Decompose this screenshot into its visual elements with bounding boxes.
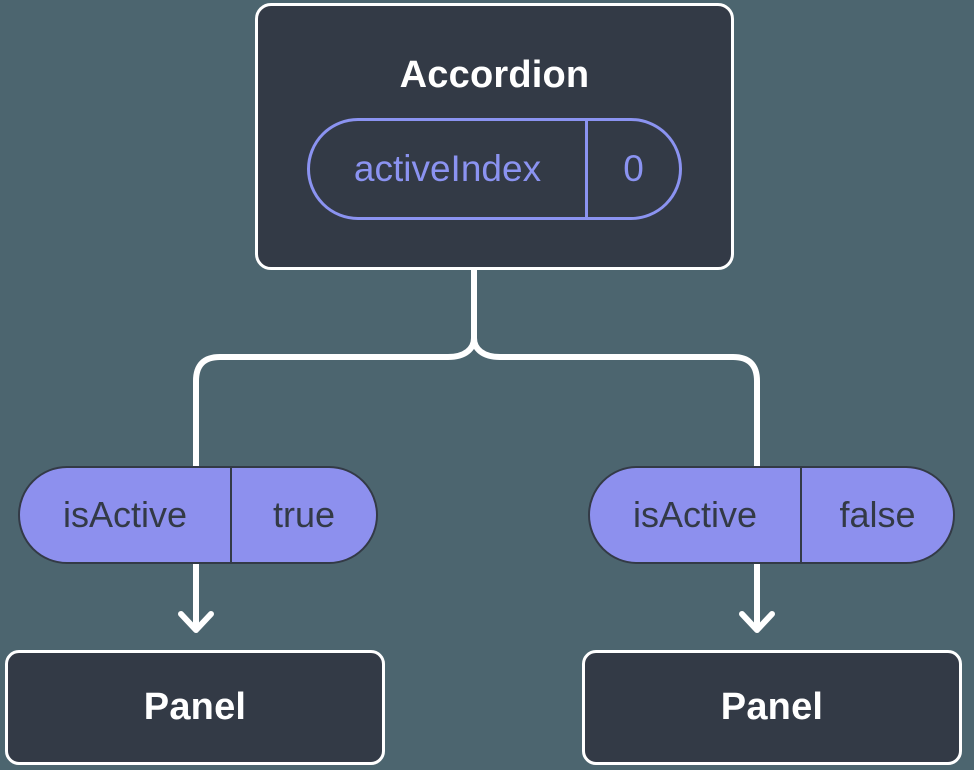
prop-pill-right: isActive false — [588, 466, 955, 564]
prop-name-right: isActive — [632, 494, 758, 535]
prop-value-right: false — [800, 468, 953, 562]
accordion-node: Accordion activeIndex 0 — [255, 3, 734, 270]
panel-node-left: Panel — [5, 650, 385, 765]
prop-value-left: true — [230, 468, 376, 562]
panel-node-right-title: Panel — [720, 686, 824, 728]
state-pill: activeIndex 0 — [307, 117, 682, 220]
panel-node-right: Panel — [582, 650, 962, 765]
edge-right-branch — [471, 335, 760, 473]
prop-name-left: isActive — [62, 494, 188, 535]
panel-node-left-title: Panel — [143, 686, 247, 728]
left-arrowhead-icon — [178, 611, 214, 633]
right-arrowhead-icon — [739, 611, 775, 633]
prop-pill-left: isActive true — [18, 466, 378, 564]
edge-left-branch — [193, 335, 477, 473]
state-value: 0 — [585, 120, 679, 217]
accordion-node-title: Accordion — [399, 53, 590, 96]
state-name: activeIndex — [353, 147, 542, 189]
